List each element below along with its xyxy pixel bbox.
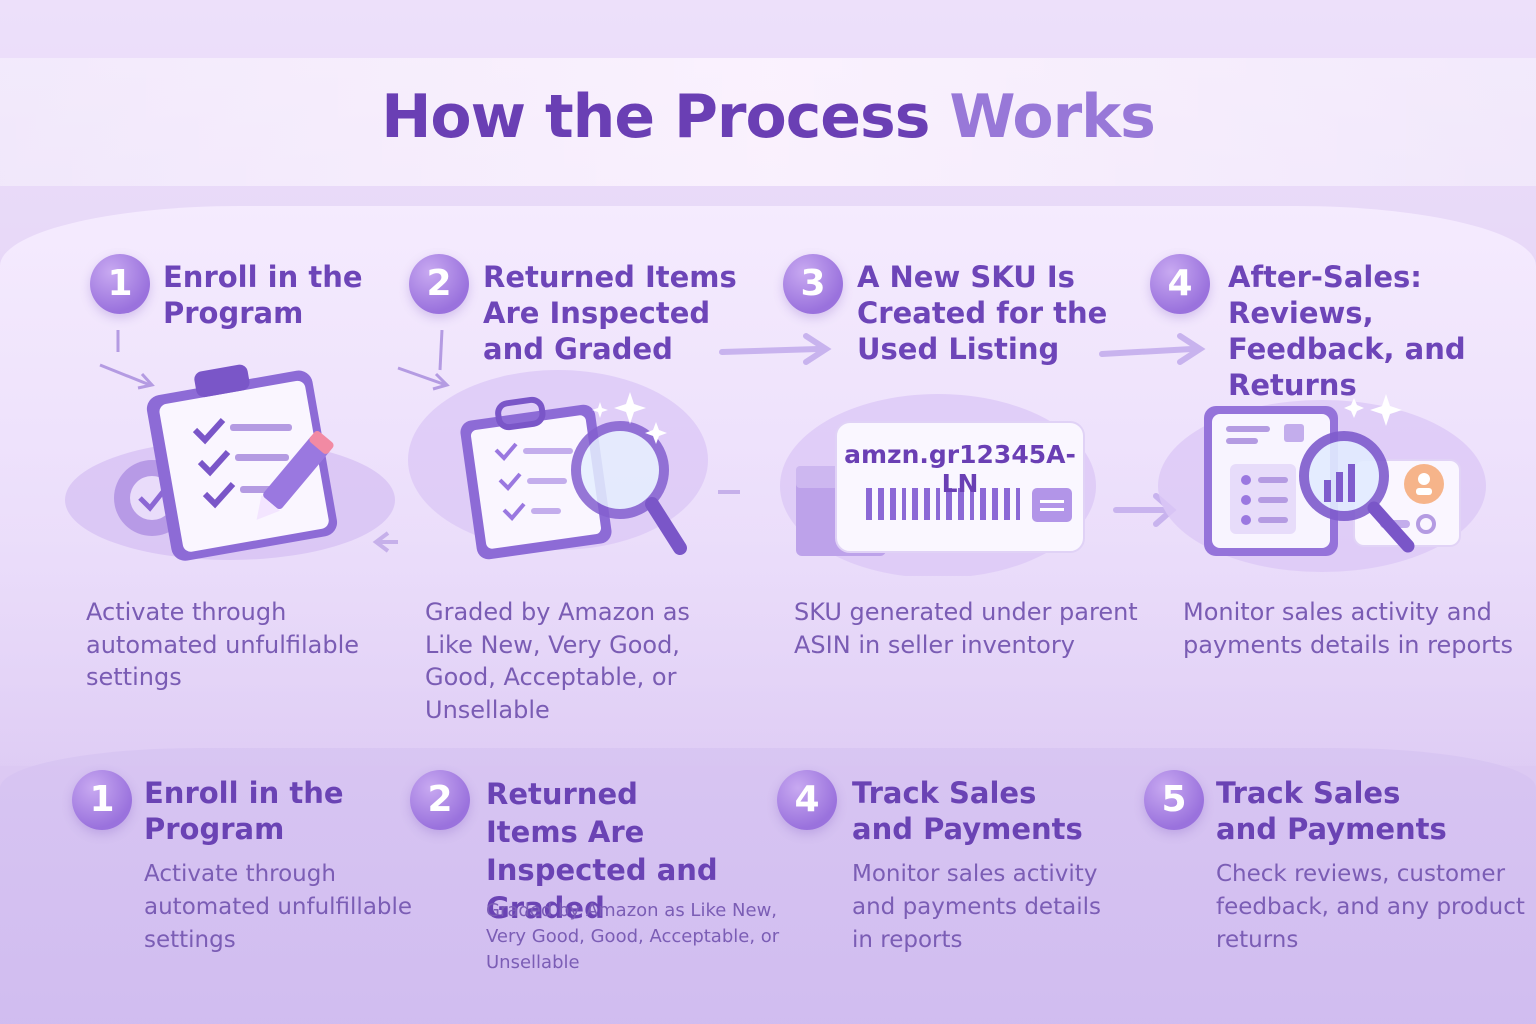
summary-1-title: Enroll in the Program [144, 776, 344, 846]
summary-2-title: Returned Items Are Inspected and Graded [486, 777, 718, 925]
title-part-2: Works [949, 82, 1155, 152]
summary-steps-panel [0, 748, 1536, 1024]
step-3-description: SKU generated under parent ASIN in selle… [794, 598, 1138, 659]
page-title: How the Process Works [0, 82, 1536, 152]
arrow-right-icon [719, 333, 832, 365]
sku-code-label: amzn.gr12345A-LN [844, 440, 1076, 498]
summary-2-description: Graded by Amazon as Like New, Very Good,… [486, 900, 780, 973]
sku-barcode-card-icon [780, 394, 1177, 576]
step-3-badge: 3 [783, 254, 843, 314]
summary-4-description: Check reviews, customer feedback, and an… [1216, 861, 1525, 953]
step-4-title: After-Sales: Reviews, Feedback, and Retu… [1228, 260, 1466, 402]
sparkle-icon [592, 392, 667, 444]
summary-3-badge: 4 [777, 770, 837, 830]
step-3-title: A New SKU Is Created for the Used Listin… [857, 260, 1108, 366]
magnifier-icon [372, 330, 740, 560]
summary-4-title: Track Sales and Payments [1216, 776, 1447, 846]
summary-3-title: Track Sales and Payments [852, 776, 1083, 846]
sparkle-icon [1344, 394, 1402, 426]
clipboard-checklist-icon [65, 330, 395, 561]
summary-1-badge: 1 [72, 770, 132, 830]
step-1-badge: 1 [90, 254, 150, 314]
title-part-1: How the Process [381, 82, 950, 152]
step-2-description: Graded by Amazon as Like New, Very Good,… [425, 598, 690, 724]
summary-2-badge: 2 [410, 770, 470, 830]
summary-3-description: Monitor sales activity and payments deta… [852, 861, 1101, 953]
step-1-title: Enroll in the Program [163, 260, 363, 330]
summary-4-badge: 5 [1144, 770, 1204, 830]
summary-1-description: Activate through automated unfulfillable… [144, 861, 413, 953]
step-2-badge: 2 [409, 254, 469, 314]
step-2-title: Returned Items Are Inspected and Graded [483, 260, 737, 366]
step-4-description: Monitor sales activity and payments deta… [1183, 598, 1513, 659]
header-band [0, 58, 1536, 186]
step-1-description: Activate through automated unfulfilable … [86, 598, 360, 691]
arrow-right-icon [1099, 333, 1206, 365]
report-chart-icon [1158, 394, 1486, 572]
step-4-badge: 4 [1150, 254, 1210, 314]
pencil-icon [256, 431, 334, 520]
